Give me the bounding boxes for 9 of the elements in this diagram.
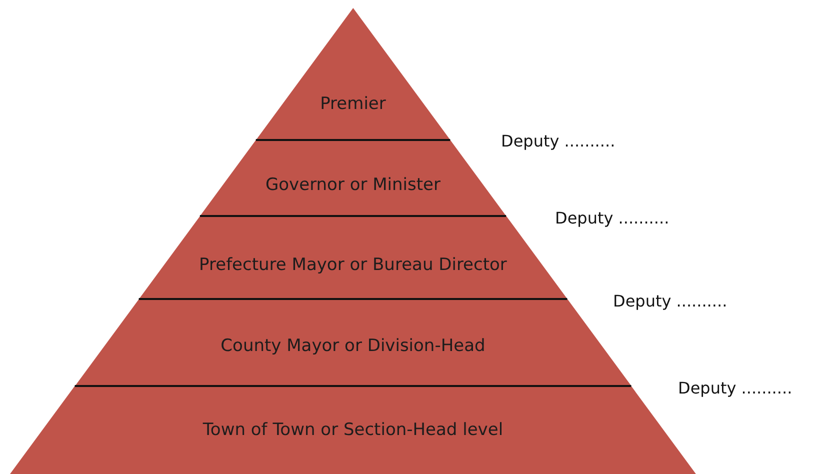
level-title: Town of Town or Section-Head level [202, 420, 504, 440]
deputy-note: Deputy .......... [501, 132, 616, 150]
deputy-note: Deputy .......... [678, 378, 792, 398]
level-title: Premier [320, 94, 386, 114]
level-title: Prefecture Mayor or Bureau Director [199, 255, 507, 275]
deputy-note: Deputy .......... [555, 208, 670, 228]
deputy-note: Deputy .......... [613, 292, 728, 310]
level-title: Governor or Minister [265, 175, 440, 195]
level-title: County Mayor or Division-Head [220, 336, 486, 356]
